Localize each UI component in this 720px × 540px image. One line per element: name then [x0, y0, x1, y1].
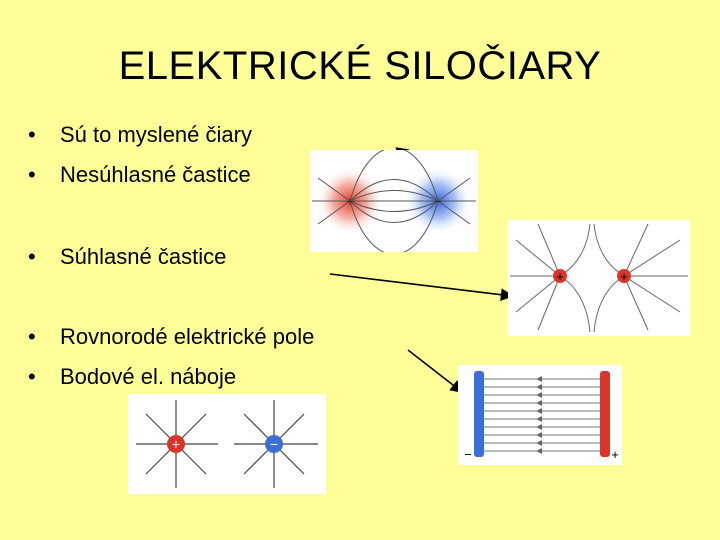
bullet-text-5: Bodové el. náboje: [60, 364, 237, 389]
bullet-item-5: • Bodové el. náboje: [28, 364, 236, 390]
minus-label: −: [464, 447, 472, 462]
bullet-text-4: Rovnorodé elektrické pole: [60, 324, 315, 349]
bullet-item-1: • Sú to myslené čiary: [28, 122, 252, 148]
bullet-text-2: Nesúhlasné častice: [60, 162, 251, 187]
arrow-to-like-charges: [329, 273, 514, 302]
like-charges-figure: + +: [508, 220, 690, 336]
positive-point-charge: [167, 435, 185, 453]
point-charges-figure: + −: [128, 394, 326, 494]
bullet-item-4: • Rovnorodé elektrické pole: [28, 324, 314, 350]
positive-sign: +: [346, 193, 354, 209]
uniform-field-figure: − +: [458, 365, 622, 465]
repulsion-field-lines: [510, 223, 688, 333]
negative-point-sign: −: [270, 436, 278, 452]
slide-title: ELEKTRICKÉ SILOČIARY: [118, 44, 602, 88]
bullet-glyph: •: [28, 122, 36, 147]
negative-sign: −: [434, 193, 442, 209]
field-direction-arrows: [536, 376, 542, 454]
bullet-glyph: •: [28, 162, 36, 187]
bullet-glyph: •: [28, 244, 36, 269]
bullet-glyph: •: [28, 324, 36, 349]
negative-plate: [474, 371, 484, 457]
bullet-text-1: Sú to myslené čiary: [60, 122, 252, 147]
left-plus-sign: +: [556, 269, 564, 284]
bullet-item-2: • Nesúhlasné častice: [28, 162, 251, 188]
positive-plate: [600, 371, 610, 457]
arrow-to-uniform-field: [407, 349, 464, 393]
right-plus-sign: +: [620, 269, 628, 284]
left-positive-charge: [553, 269, 567, 283]
opposite-charges-figure: + −: [310, 150, 478, 252]
dipole-field-lines: [312, 150, 476, 252]
negative-point-charge: [265, 435, 283, 453]
plus-label: +: [611, 447, 619, 462]
bullet-glyph: •: [28, 364, 36, 389]
right-positive-charge: [617, 269, 631, 283]
bullet-item-3: • Súhlasné častice: [28, 244, 226, 270]
positive-point-sign: +: [172, 436, 180, 452]
bullet-text-3: Súhlasné častice: [60, 244, 227, 269]
